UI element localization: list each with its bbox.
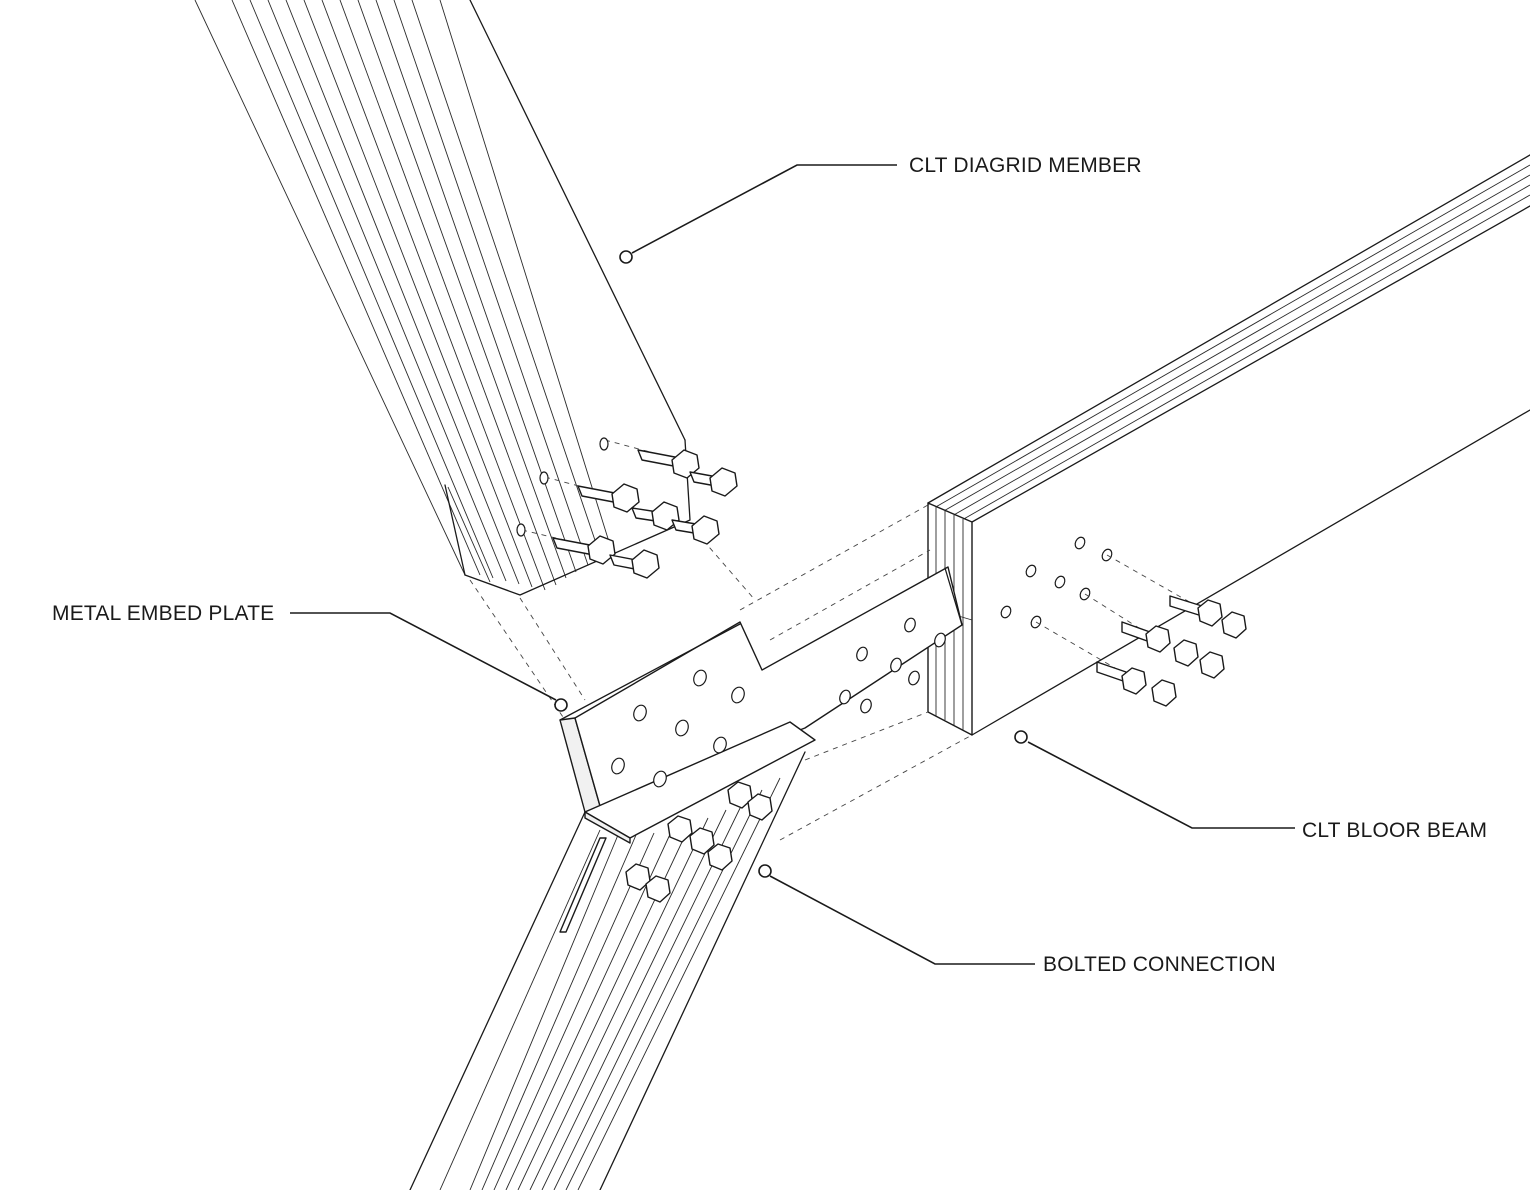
bolt — [577, 483, 640, 513]
leader-floor-beam — [1014, 730, 1295, 829]
lower-member-bolts — [625, 781, 773, 903]
bolt — [671, 515, 720, 545]
clt-floor-beam — [927, 154, 1530, 736]
beam-bolt-holes — [1000, 536, 1113, 629]
label-metal-embed-plate: METAL EMBED PLATE — [52, 602, 275, 625]
bolt — [552, 535, 616, 565]
metal-embed-plate — [559, 566, 963, 844]
leader-bolted-connection — [758, 864, 1035, 965]
bolt — [1169, 595, 1223, 627]
bolt — [1199, 651, 1225, 679]
plate-bolt-holes — [611, 617, 946, 788]
leader-embed-plate — [290, 612, 568, 712]
bolt — [1096, 661, 1147, 695]
label-clt-floor-beam: CLT BLOOR BEAM — [1302, 819, 1488, 842]
bolt — [1173, 639, 1199, 667]
bolt — [1151, 679, 1177, 707]
bolt — [637, 449, 700, 479]
upper-member-bolts — [516, 437, 738, 579]
bolt — [609, 549, 660, 579]
beam-bolts — [1096, 595, 1247, 707]
upper-member-laminations — [194, 0, 686, 591]
bolt — [631, 501, 680, 531]
leader-diagrid — [619, 164, 897, 264]
bolt — [1221, 611, 1247, 639]
label-bolted-connection: BOLTED CONNECTION — [1043, 953, 1276, 976]
bolt — [689, 467, 738, 497]
bolt — [1121, 621, 1171, 653]
upper-diagrid-member — [194, 0, 691, 596]
label-clt-diagrid-member: CLT DIAGRID MEMBER — [909, 154, 1142, 177]
